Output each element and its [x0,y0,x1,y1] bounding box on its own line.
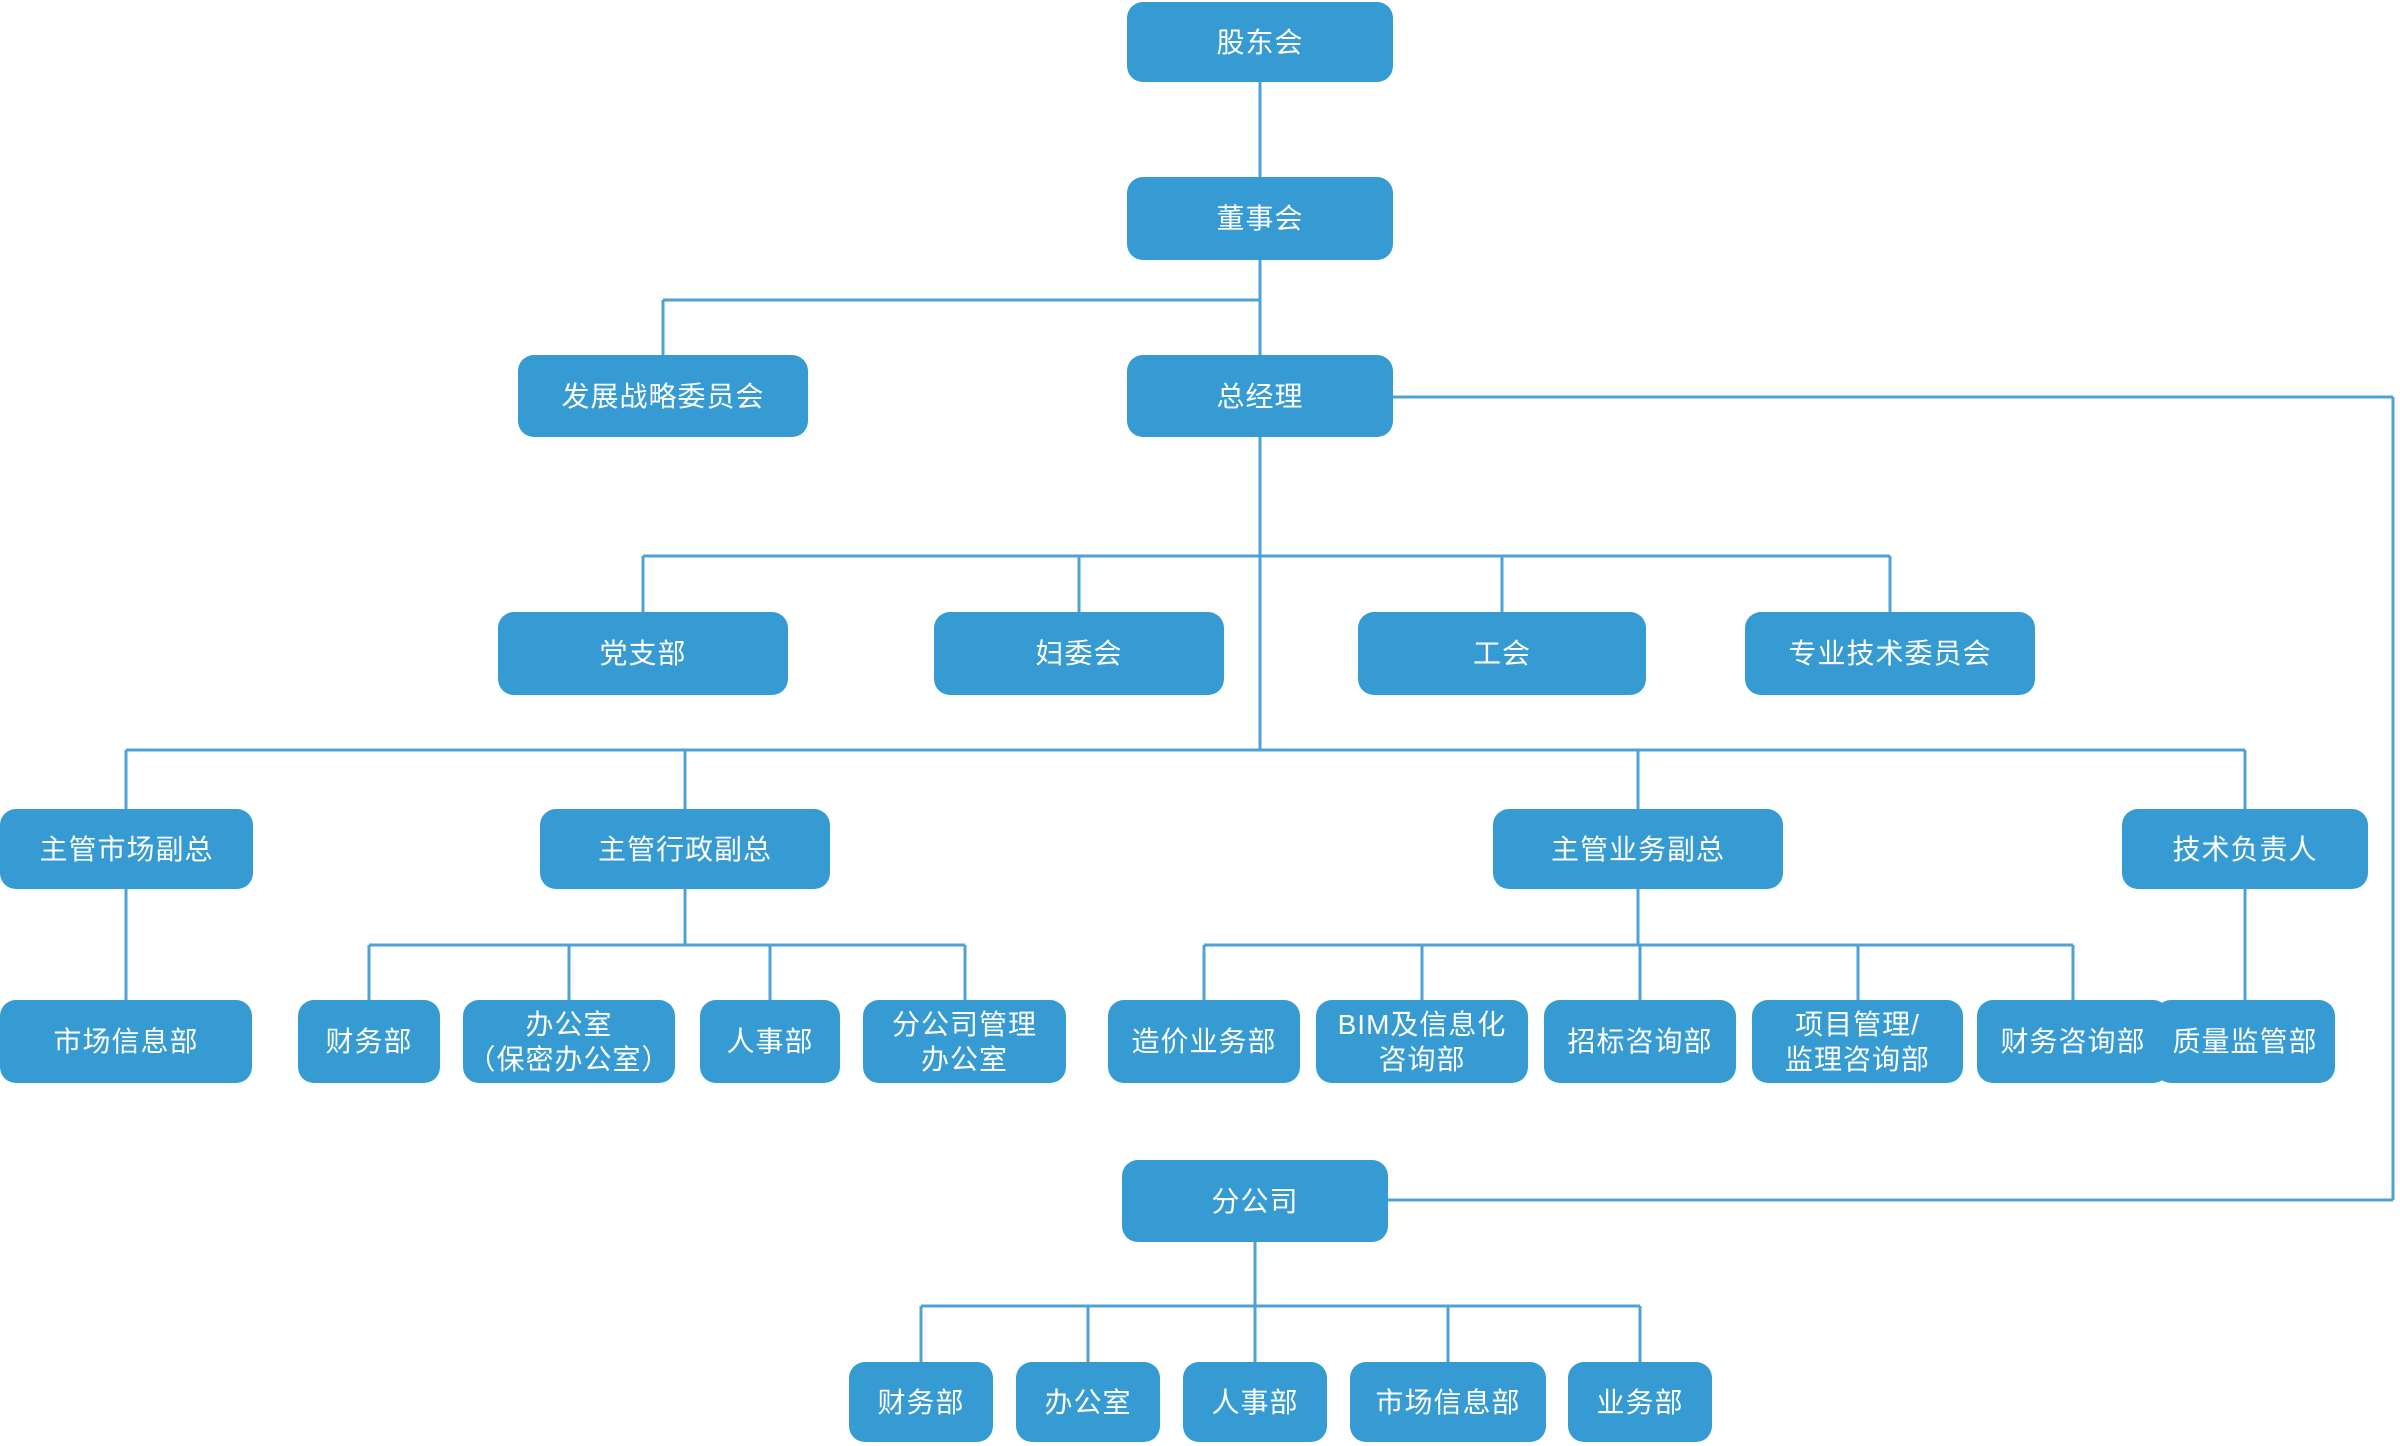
org-node-finance-dept: 财务部 [298,1000,440,1083]
org-node-strategy-committee: 发展战略委员会 [518,355,808,437]
org-node-branch-mgmt-office: 分公司管理 办公室 [863,1000,1066,1083]
org-node-board: 董事会 [1127,177,1393,260]
org-node-bidding-dept: 招标咨询部 [1544,1000,1736,1083]
org-node-party-branch: 党支部 [498,612,788,695]
org-node-branch-business: 业务部 [1568,1362,1712,1442]
org-node-vp-business: 主管业务副总 [1493,809,1783,889]
org-node-shareholders: 股东会 [1127,2,1393,82]
org-node-branch-company: 分公司 [1122,1160,1388,1242]
org-node-branch-finance: 财务部 [849,1362,993,1442]
org-node-vp-market: 主管市场副总 [0,809,253,889]
org-node-branch-hr: 人事部 [1183,1362,1327,1442]
org-node-tech-director: 技术负责人 [2122,809,2368,889]
org-node-hr-dept: 人事部 [700,1000,840,1083]
org-node-tech-committee: 专业技术委员会 [1745,612,2035,695]
org-node-labor-union: 工会 [1358,612,1646,695]
org-node-market-info-dept: 市场信息部 [0,1000,252,1083]
org-node-cost-dept: 造价业务部 [1108,1000,1300,1083]
org-node-pm-supervision-dept: 项目管理/ 监理咨询部 [1752,1000,1963,1083]
org-node-general-manager: 总经理 [1127,355,1393,437]
org-node-fin-consult-dept: 财务咨询部 [1977,1000,2169,1083]
org-node-bim-dept: BIM及信息化 咨询部 [1316,1000,1528,1083]
org-node-womens-committee: 妇委会 [934,612,1224,695]
org-node-branch-office: 办公室 [1016,1362,1160,1442]
org-node-branch-market-info: 市场信息部 [1350,1362,1546,1442]
org-node-quality-dept: 质量监管部 [2155,1000,2335,1083]
org-node-office-dept: 办公室 （保密办公室） [463,1000,675,1083]
org-node-vp-admin: 主管行政副总 [540,809,830,889]
